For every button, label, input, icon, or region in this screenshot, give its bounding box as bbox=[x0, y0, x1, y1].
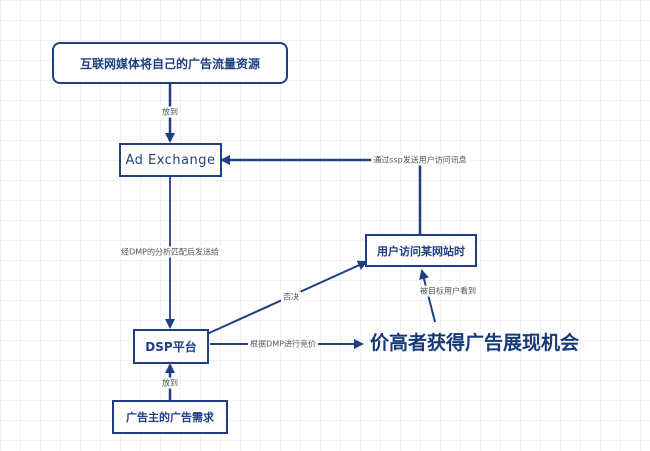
node-user-visit: 用户访问某网站时 bbox=[365, 234, 477, 267]
node-advertiser-demand: 广告主的广告需求 bbox=[112, 400, 228, 434]
node-supply: 互联网媒体将自己的广告流量资源 bbox=[52, 42, 288, 84]
result-text: 价高者获得广告展现机会 bbox=[370, 332, 580, 354]
label-demand-dsp: 放到 bbox=[160, 377, 180, 389]
label-supply-exchange: 放到 bbox=[160, 106, 180, 118]
label-dsp-visit: 否决 bbox=[281, 291, 301, 303]
node-dsp: DSP平台 bbox=[133, 329, 209, 364]
node-ad-exchange: Ad Exchange bbox=[119, 143, 222, 177]
label-visit-exchange: 通过ssp发送用户访问讯息 bbox=[371, 154, 469, 166]
label-user-visit: 被目标用户看到 bbox=[418, 285, 478, 297]
edge-user-visit bbox=[419, 269, 436, 323]
edge-visit-exchange bbox=[220, 155, 422, 234]
label-exchange-dsp: 经DMP的分析匹配后发送给 bbox=[119, 246, 221, 258]
label-dsp-result: 根据DMP进行竞价 bbox=[248, 338, 318, 350]
